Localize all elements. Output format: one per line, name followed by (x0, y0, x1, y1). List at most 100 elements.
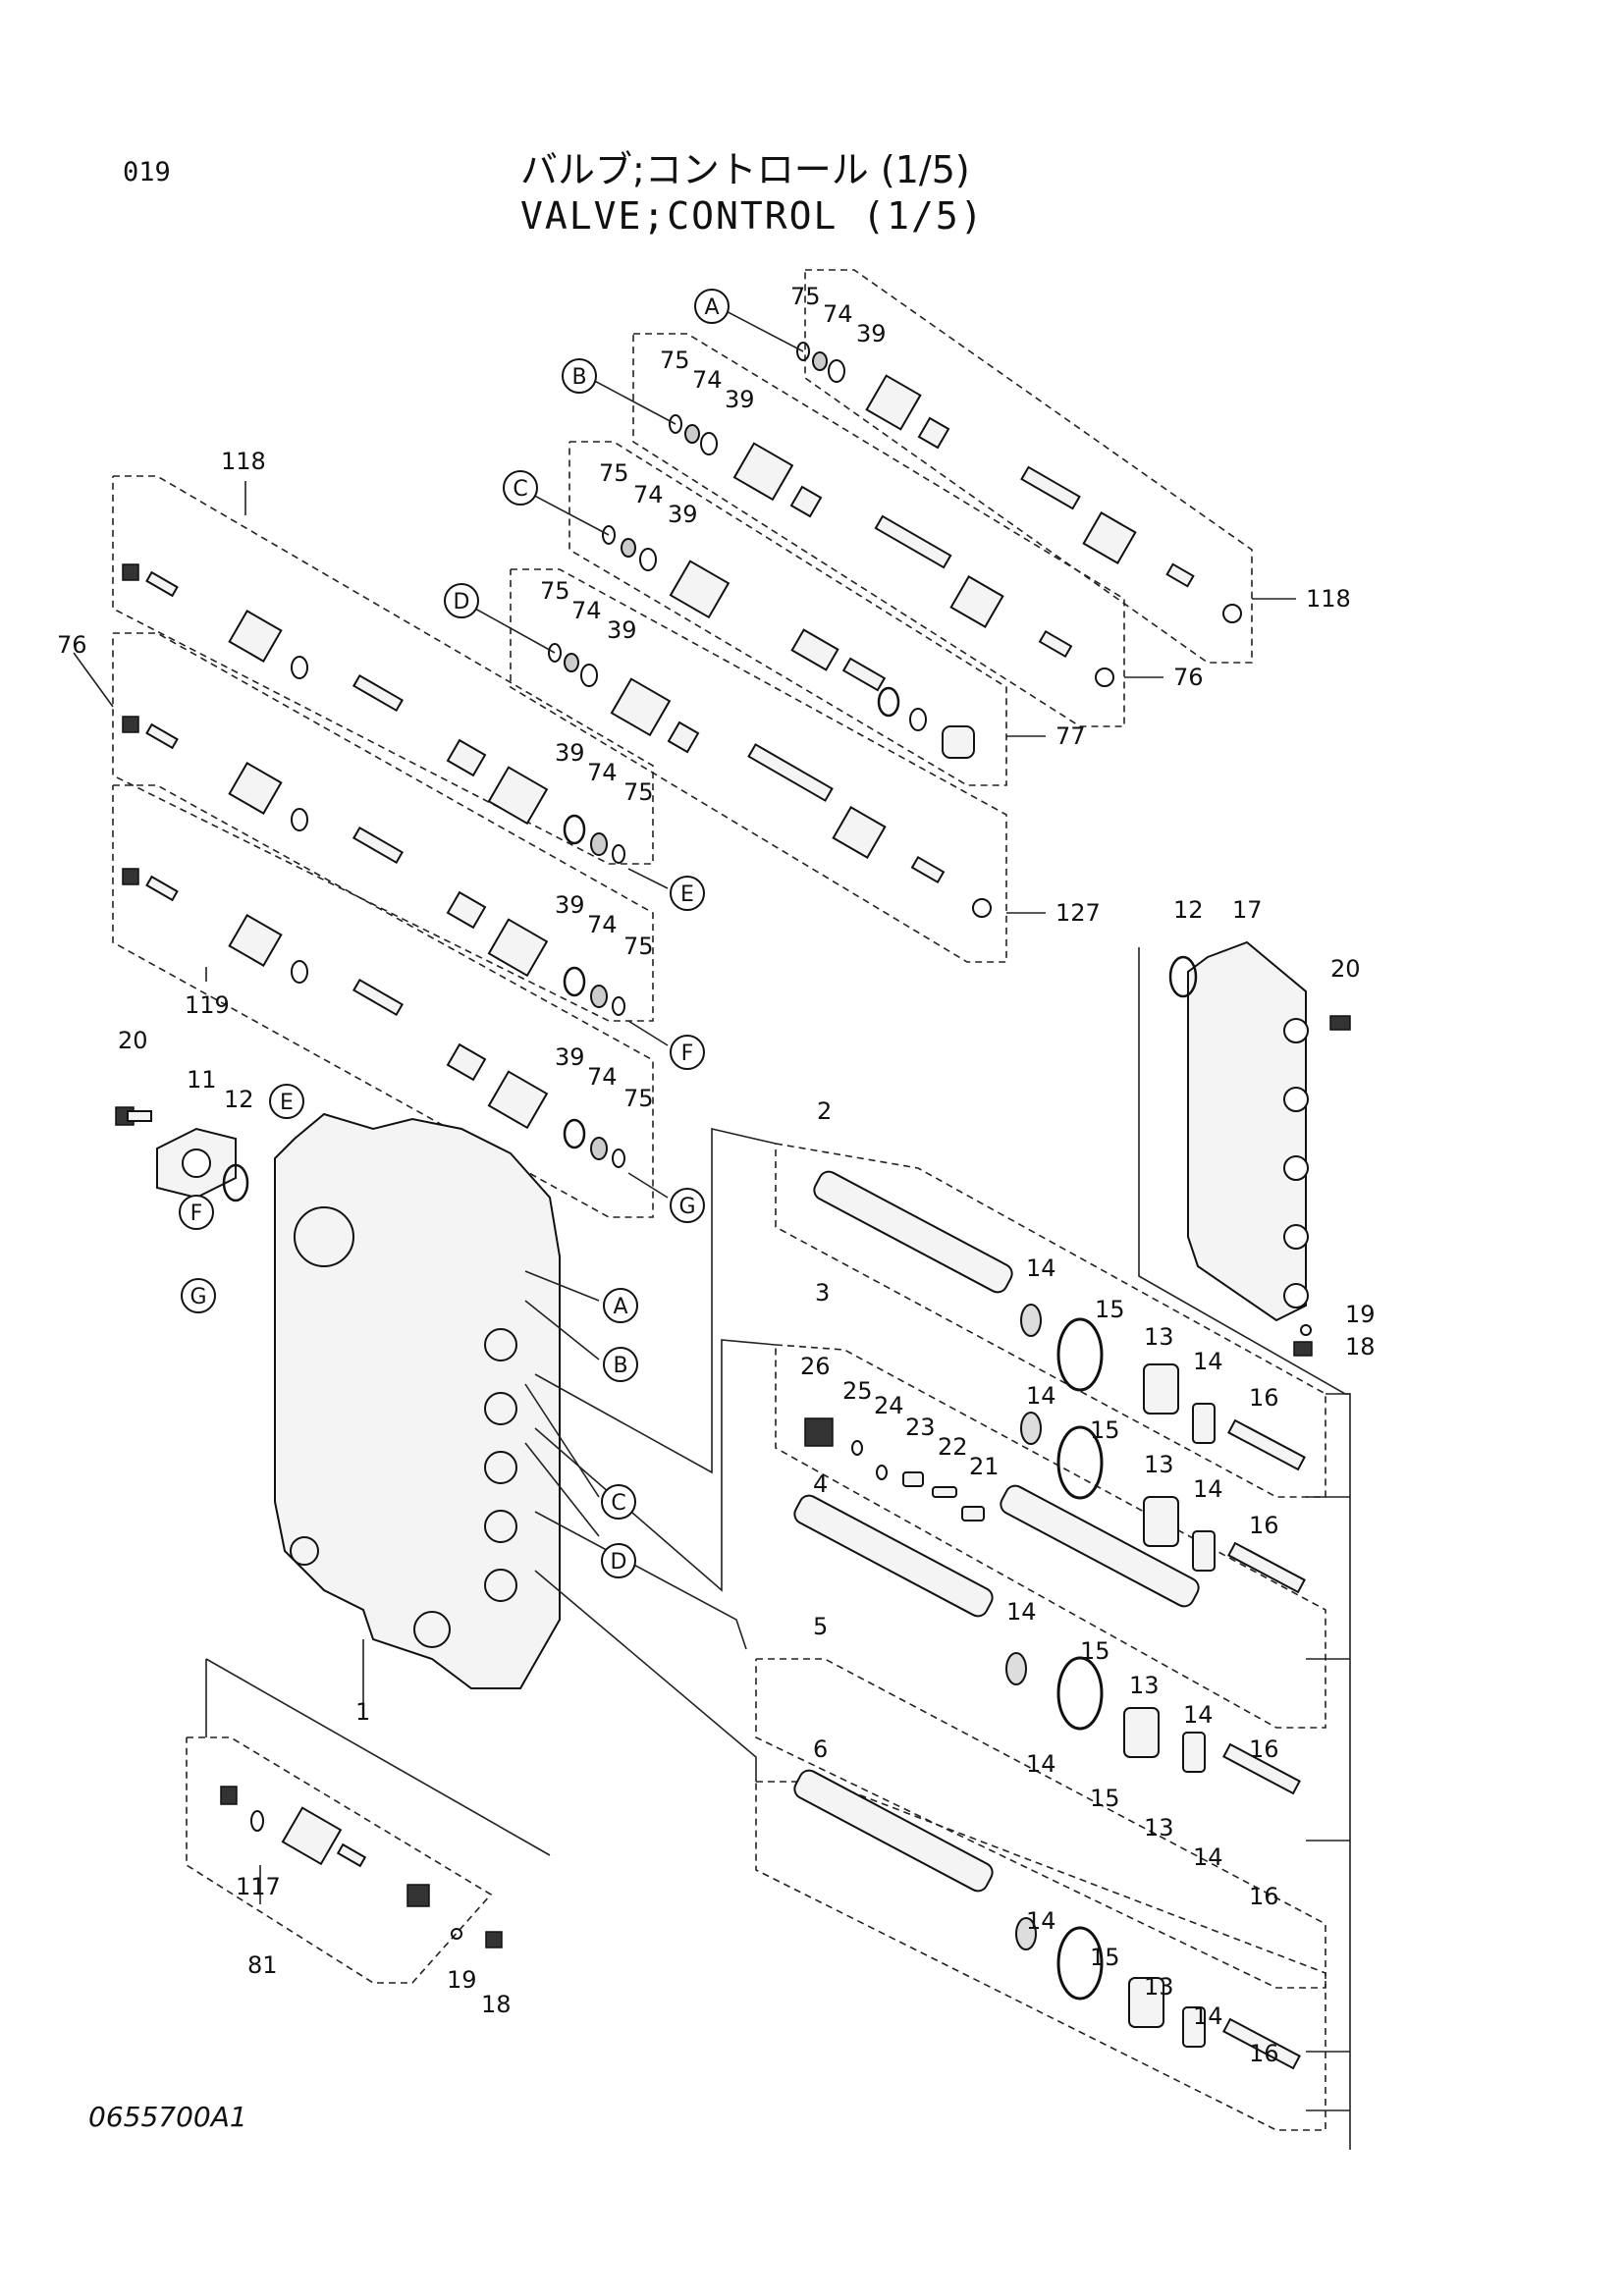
callout-4: 4 (813, 1470, 828, 1498)
callout-12-left: 12 (224, 1086, 254, 1113)
group-box-spool-5 (755, 1658, 1326, 1989)
callout-25: 25 (842, 1377, 873, 1405)
callout-118-left: 118 (221, 448, 266, 475)
ref-letter-G-right: G (678, 1195, 695, 1219)
relief-stack-C (602, 525, 975, 759)
group-box-relief-118-top (804, 269, 1253, 664)
plug-stack-81 (220, 1786, 430, 1907)
ref-letter-D-body: D (611, 1550, 627, 1575)
callout-75: 75 (623, 1085, 654, 1112)
callout-77: 77 (1055, 722, 1086, 750)
callout-13: 13 (1144, 1814, 1174, 1842)
spool-row-3 (804, 1412, 1306, 1608)
callout-21: 21 (969, 1453, 1000, 1480)
callout-20-right: 20 (1330, 955, 1361, 983)
ref-letter-C-top: C (513, 477, 527, 502)
callout-14: 14 (1193, 1348, 1223, 1375)
group-box-76-left (112, 632, 654, 1022)
callout-3: 3 (815, 1279, 830, 1307)
o-ring-12-left (222, 1163, 249, 1202)
callout-12-right: 12 (1173, 896, 1204, 924)
ref-letter-E-right: E (680, 882, 694, 907)
callout-75: 75 (540, 577, 570, 605)
callout-16: 16 (1249, 1512, 1279, 1539)
callout-16: 16 (1249, 1735, 1279, 1763)
callout-75: 75 (790, 283, 821, 310)
callout-75: 75 (660, 347, 690, 374)
flange-11 (156, 1127, 237, 1200)
ref-letters: A B C D E F G E F G A B C D (179, 289, 730, 1578)
callout-15: 15 (1090, 1785, 1120, 1812)
callout-18-bottom: 18 (481, 1991, 512, 2018)
spool-row-6 (793, 1769, 1301, 2070)
callout-13: 13 (1144, 1323, 1174, 1351)
callout-6: 6 (813, 1735, 828, 1763)
page-number: 019 (123, 157, 171, 187)
callout-16: 16 (1249, 1384, 1279, 1412)
callout-81: 81 (247, 1951, 278, 1979)
relief-stack-left-118 (122, 563, 625, 864)
callout-18-right: 18 (1345, 1333, 1376, 1361)
callout-76-left: 76 (57, 631, 87, 659)
callout-39: 39 (725, 386, 755, 413)
group-box-77 (568, 441, 1007, 786)
callout-2: 2 (817, 1097, 832, 1125)
callout-74: 74 (587, 1063, 618, 1091)
callout-20-left: 20 (118, 1027, 148, 1054)
figure-id: 0655700A1 (88, 2101, 247, 2133)
callout-39: 39 (607, 616, 637, 644)
callout-74: 74 (633, 481, 664, 508)
ref-letter-G-body: G (189, 1285, 206, 1309)
callout-13: 13 (1144, 1973, 1174, 2001)
callout-19-right: 19 (1345, 1301, 1376, 1328)
ref-letter-F-body: F (190, 1201, 203, 1226)
callout-76-right: 76 (1173, 664, 1204, 691)
group-box-127 (510, 568, 1007, 963)
callout-74: 74 (692, 366, 723, 394)
callout-39: 39 (555, 739, 585, 767)
callout-13: 13 (1129, 1672, 1160, 1699)
group-box-81 (186, 1736, 493, 1984)
callout-14: 14 (1006, 1598, 1037, 1626)
o-ring-19-right (1300, 1324, 1312, 1336)
callout-11: 11 (187, 1066, 217, 1094)
ref-letter-E-body: E (280, 1091, 294, 1115)
valve-body (274, 1112, 561, 1689)
ref-letter-B-top: B (571, 365, 586, 390)
callout-14: 14 (1026, 1750, 1056, 1778)
callout-75: 75 (623, 933, 654, 960)
callout-14: 14 (1026, 1907, 1056, 1935)
relief-stack-B (669, 414, 1114, 687)
callout-75: 75 (623, 778, 654, 806)
callout-39: 39 (555, 891, 585, 919)
callout-1: 1 (355, 1698, 370, 1726)
o-ring-12-right (1168, 955, 1198, 998)
bolt-20-left (115, 1106, 152, 1126)
ref-letter-D-top: D (454, 590, 470, 614)
ref-letter-B-body: B (613, 1354, 627, 1378)
callout-119: 119 (185, 991, 230, 1019)
callout-22: 22 (938, 1433, 968, 1461)
group-box-relief-76-top (632, 333, 1125, 727)
callout-23: 23 (905, 1414, 936, 1441)
callout-26: 26 (800, 1353, 831, 1380)
callout-14: 14 (1193, 1475, 1223, 1503)
callout-117: 117 (236, 1873, 281, 1900)
page-title-english: VALVE;CONTROL (1/5) (520, 194, 985, 238)
callout-15: 15 (1095, 1296, 1125, 1323)
page-title-japanese: バルブ;コントロール (1/5) (520, 148, 970, 191)
group-box-spool-6 (755, 1781, 1326, 2131)
callout-74: 74 (587, 911, 618, 938)
callout-16: 16 (1249, 2040, 1279, 2067)
callout-118-right: 118 (1306, 585, 1351, 613)
ref-letter-A-top: A (704, 295, 719, 320)
callout-15: 15 (1090, 1416, 1120, 1444)
ref-letter-F-right: F (681, 1041, 694, 1066)
callout-17: 17 (1232, 896, 1263, 924)
callout-14: 14 (1026, 1382, 1056, 1410)
callout-127: 127 (1055, 899, 1101, 927)
spool-row-2 (813, 1170, 1306, 1471)
callout-75: 75 (599, 459, 629, 487)
callout-39: 39 (856, 320, 887, 347)
